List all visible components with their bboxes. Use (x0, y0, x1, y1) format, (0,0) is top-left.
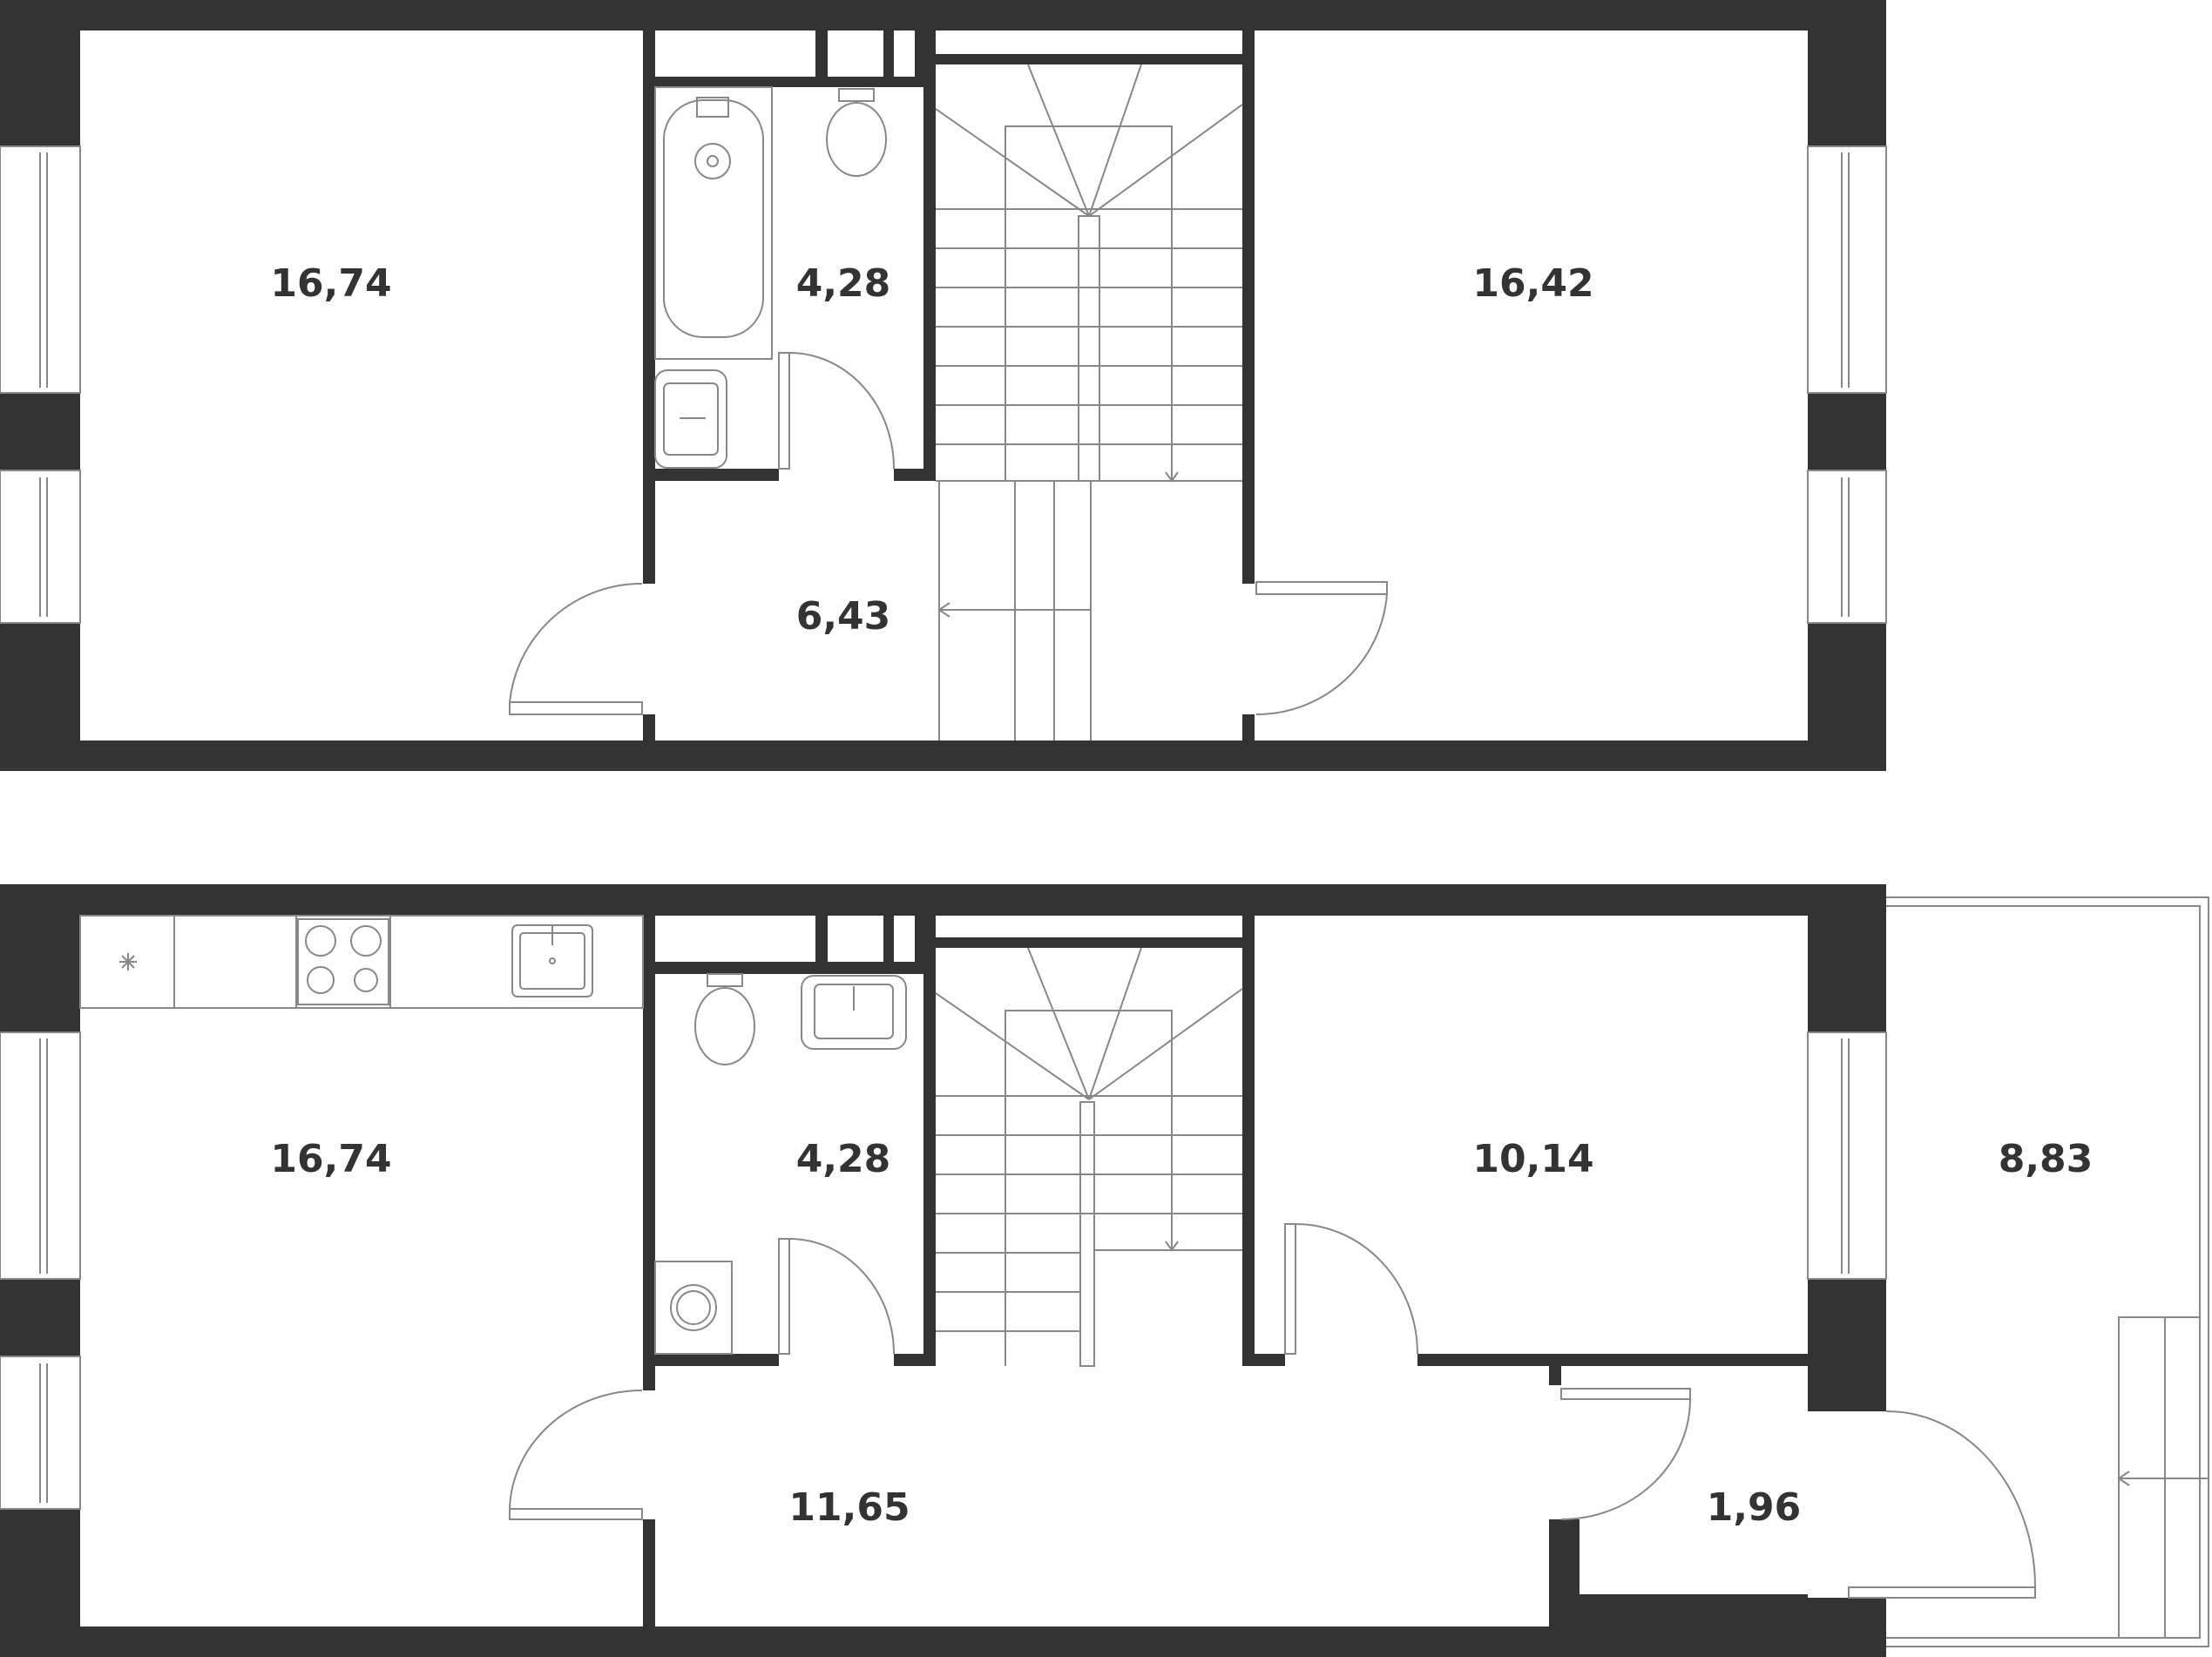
stove-icon (297, 918, 389, 1005)
room-area-label: 16,74 (270, 1137, 391, 1181)
room-area-label: 16,74 (270, 261, 391, 306)
terrace-outline (1886, 896, 2209, 1647)
room-area-label: 1,96 (1707, 1485, 1802, 1530)
room-area-label: 4,28 (796, 1137, 891, 1181)
sink-icon (801, 975, 907, 1050)
toilet-icon (826, 88, 887, 177)
staircase-icon (935, 947, 1243, 1367)
door-swing-icon (509, 352, 1388, 716)
lower-floor (0, 884, 2209, 1657)
room-area-label: 4,28 (796, 261, 891, 306)
room-labels: 16,74 4,28 16,42 6,43 16,74 4,28 10,14 8… (270, 261, 2093, 1530)
room-area-label: 8,83 (1999, 1137, 2094, 1181)
bathtub-icon (654, 86, 773, 360)
toilet-icon (694, 973, 755, 1065)
room-area-label: 11,65 (788, 1485, 910, 1530)
washing-machine-icon (654, 1261, 733, 1355)
window-icon (0, 1031, 1887, 1510)
door-swing-icon (509, 1223, 2036, 1599)
hood-icon (119, 953, 137, 971)
sink-icon (511, 924, 593, 998)
room-area-label: 16,42 (1472, 261, 1593, 306)
kitchen-counter (79, 915, 644, 1009)
lower-floor-walls (0, 884, 1886, 1657)
staircase-icon (935, 64, 1243, 741)
window-icon (0, 145, 1887, 624)
room-area-label: 10,14 (1472, 1137, 1593, 1181)
upper-floor-walls (0, 0, 1886, 771)
sink-icon (654, 369, 727, 469)
upper-floor (0, 0, 1887, 771)
room-area-label: 6,43 (796, 594, 891, 639)
